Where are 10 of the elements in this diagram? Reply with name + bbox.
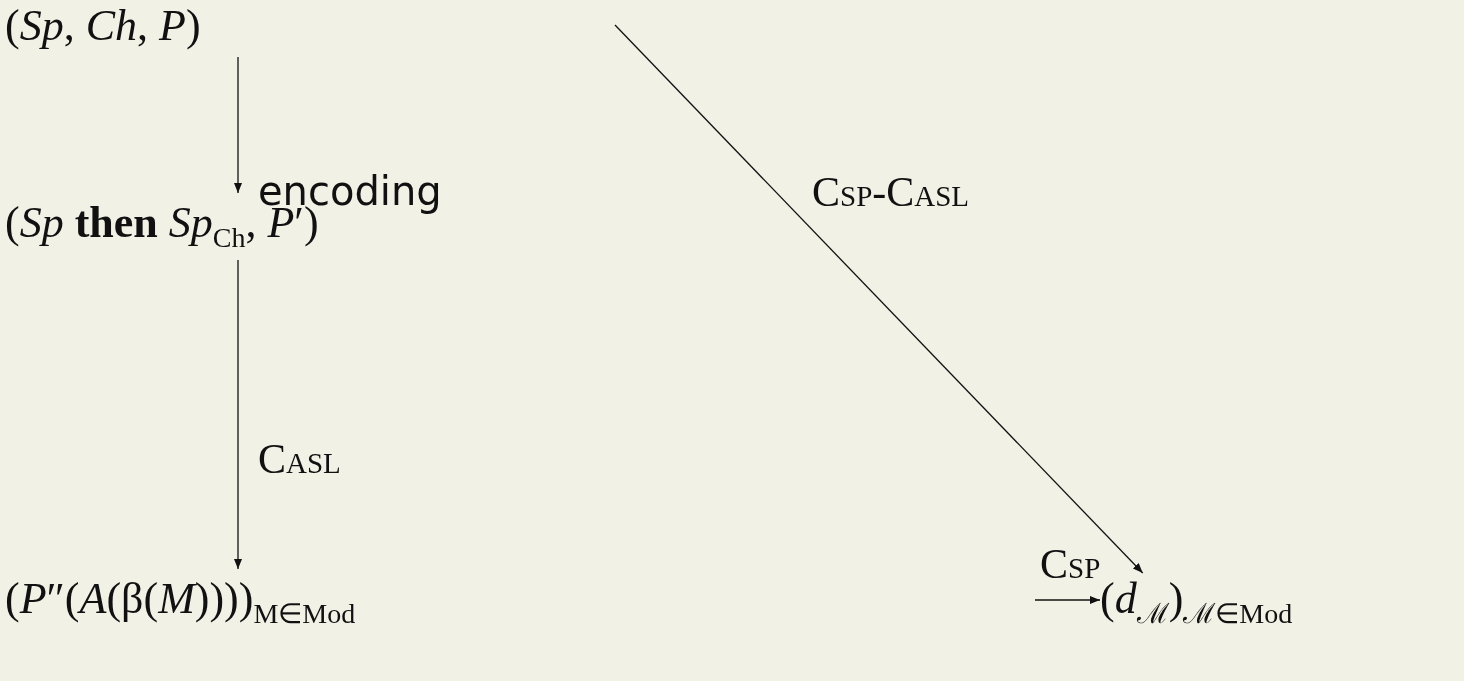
edge-label: Csp-Casl [812, 168, 970, 216]
edge-label: Csp [1040, 540, 1101, 588]
arrow [234, 259, 242, 570]
arrow [614, 24, 1144, 574]
arrow [234, 56, 242, 194]
arrow [1034, 596, 1101, 604]
math-expression: (d$_{ℳ}$)$_{ℳ∈Mod}$ [1100, 573, 1293, 631]
edge-label: Casl [258, 435, 341, 483]
math-expression: (P″(A(β(M))))$_{M∈Mod}$ [5, 573, 356, 630]
math-expression: (Sp, Ch, P) [5, 0, 201, 51]
